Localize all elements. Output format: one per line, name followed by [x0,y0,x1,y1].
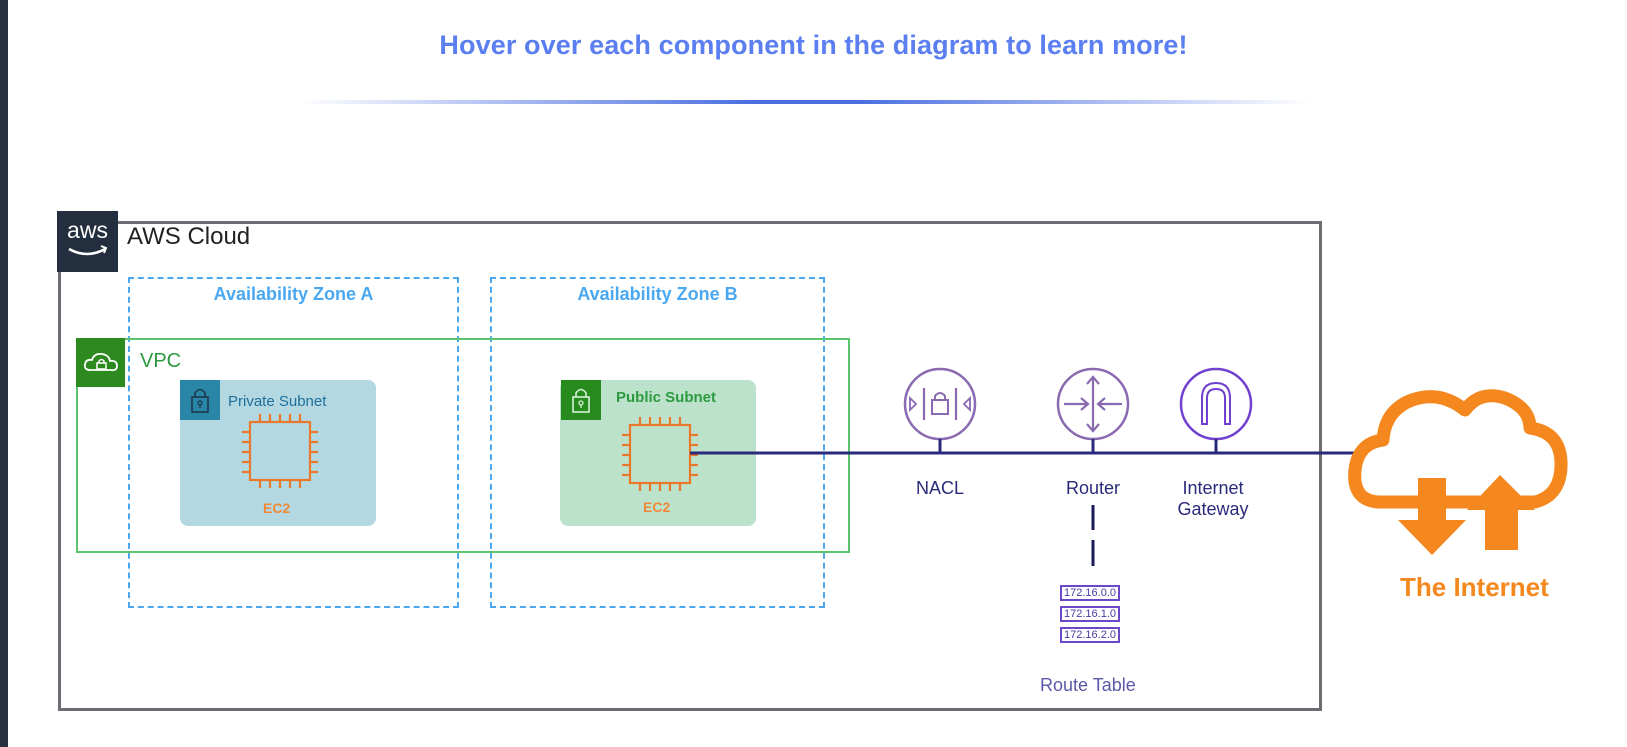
route-table-label: Route Table [1040,675,1136,695]
availability-zone-b[interactable] [490,277,825,608]
aws-smile-icon [68,245,108,256]
vpc-label: VPC [140,350,182,372]
availability-zone-b-label: Availability Zone B [577,284,738,304]
aws-cloud-boundary[interactable] [58,221,1322,711]
aws-cloud-label: AWS Cloud [127,223,251,250]
internet-gateway-icon[interactable] [1179,367,1253,453]
availability-zone-a[interactable] [128,277,459,608]
route-table-entry[interactable]: 172.16.2.0 [1060,627,1120,643]
router-icon[interactable] [1056,367,1130,453]
internet-label: The Internet [1400,572,1549,602]
private-subnet-lock-icon [180,380,220,420]
internet-cloud-icon[interactable] [1348,389,1568,555]
header-divider [300,100,1310,104]
aws-logo-text: aws [67,217,108,243]
public-subnet-label: Public Subnet [616,389,717,406]
private-subnet-label: Private Subnet [228,393,327,410]
vpc-cloud-lock-icon [76,338,125,387]
vpc-boundary[interactable] [76,338,850,553]
aws-logo-icon: aws [57,211,118,272]
route-table-entry[interactable]: 172.16.1.0 [1060,606,1120,622]
availability-zone-a-label: Availability Zone A [213,284,374,304]
public-subnet-lock-icon [561,380,601,420]
router-label: Router [1065,478,1121,498]
sidebar-strip [0,0,8,747]
private-ec2-label: EC2 [263,500,291,516]
private-ec2-icon[interactable] [242,414,318,488]
internet-gateway-label: Internet Gateway [1177,478,1249,519]
public-ec2-icon[interactable] [622,417,698,491]
ec2-pins [242,414,318,488]
nacl-label: NACL [915,478,964,498]
page-instruction: Hover over each component in the diagram… [439,30,1188,60]
nacl-icon[interactable] [903,367,977,453]
public-ec2-label: EC2 [643,499,671,515]
route-table-entry[interactable]: 172.16.0.0 [1060,585,1120,601]
